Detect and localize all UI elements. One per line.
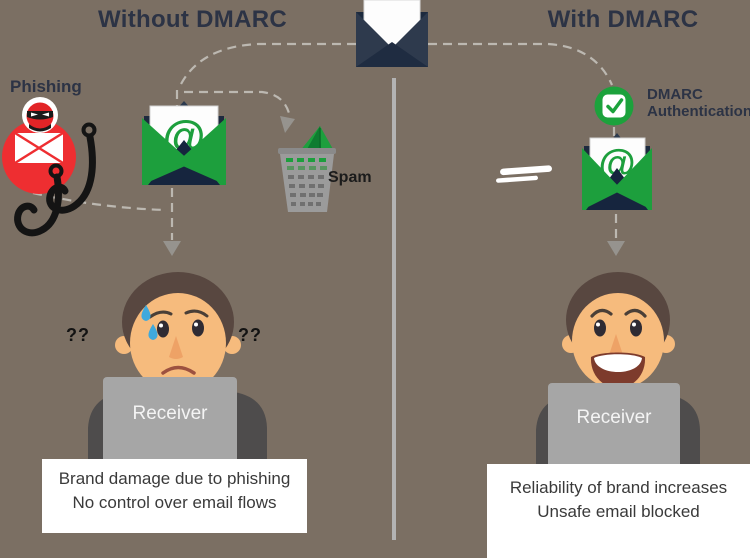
center-divider xyxy=(392,78,396,540)
left-caption-box: Brand damage due to phishing No control … xyxy=(42,459,307,533)
left-receiver-laptop: Receiver xyxy=(103,377,237,463)
eye xyxy=(594,319,606,337)
eye xyxy=(192,319,204,337)
left-email-envelope-icon: @ xyxy=(142,101,226,185)
right-section-title: With DMARC xyxy=(547,6,699,33)
spam-label: Spam xyxy=(328,169,372,186)
left-caption-line2: No control over email flows xyxy=(72,493,277,512)
phishing-icon xyxy=(2,97,97,237)
nose xyxy=(609,334,623,357)
paper-plane-icon xyxy=(300,126,334,151)
flow-sender-to-left-envelope xyxy=(179,42,356,87)
question-marks-left: ?? xyxy=(66,325,90,345)
fishing-hooks-icon xyxy=(14,122,97,237)
right-receiver-laptop: Receiver xyxy=(548,383,680,465)
flow-fork-to-spam xyxy=(184,90,292,118)
sweat-drops-icon xyxy=(141,305,158,340)
worried-eyebrows xyxy=(148,309,209,319)
phishing-label: Phishing xyxy=(10,77,82,96)
right-email-envelope-icon: @ xyxy=(582,133,652,210)
nose xyxy=(169,336,183,359)
swoosh-icon xyxy=(496,165,552,183)
left-receiver-label: Receiver xyxy=(132,403,208,424)
frown-mouth xyxy=(161,365,196,375)
dmarc-check-icon xyxy=(594,86,634,126)
right-caption-box: Reliability of brand increases Unsafe em… xyxy=(487,464,750,558)
spam-basket-icon xyxy=(278,126,336,212)
question-marks-right: ?? xyxy=(238,325,262,345)
basket-slots xyxy=(286,158,327,206)
left-caption-line1: Brand damage due to phishing xyxy=(58,469,291,488)
flow-sender-to-dmarc-check xyxy=(428,42,614,86)
right-receiver-label: Receiver xyxy=(576,407,652,428)
sender-envelope-icon xyxy=(356,0,428,67)
checkmark-icon xyxy=(606,98,624,114)
dmarc-auth-label-line2: Authentication xyxy=(647,103,750,120)
right-caption-line1: Reliability of brand increases xyxy=(509,478,728,497)
smile-mouth xyxy=(590,352,646,388)
eye xyxy=(157,320,169,338)
left-section-title: Without DMARC xyxy=(98,6,287,33)
arrowhead-right-receiver-icon xyxy=(607,241,625,256)
eye xyxy=(630,319,642,337)
happy-eyebrows xyxy=(590,308,647,318)
arrowhead-left-receiver-icon xyxy=(163,241,181,256)
dmarc-auth-label-line1: DMARC xyxy=(647,86,703,103)
right-caption-line2: Unsafe email blocked xyxy=(537,502,700,521)
arrowhead-into-spam-icon xyxy=(280,116,295,133)
dmarc-auth-label: DMARC Authentication xyxy=(647,86,750,120)
